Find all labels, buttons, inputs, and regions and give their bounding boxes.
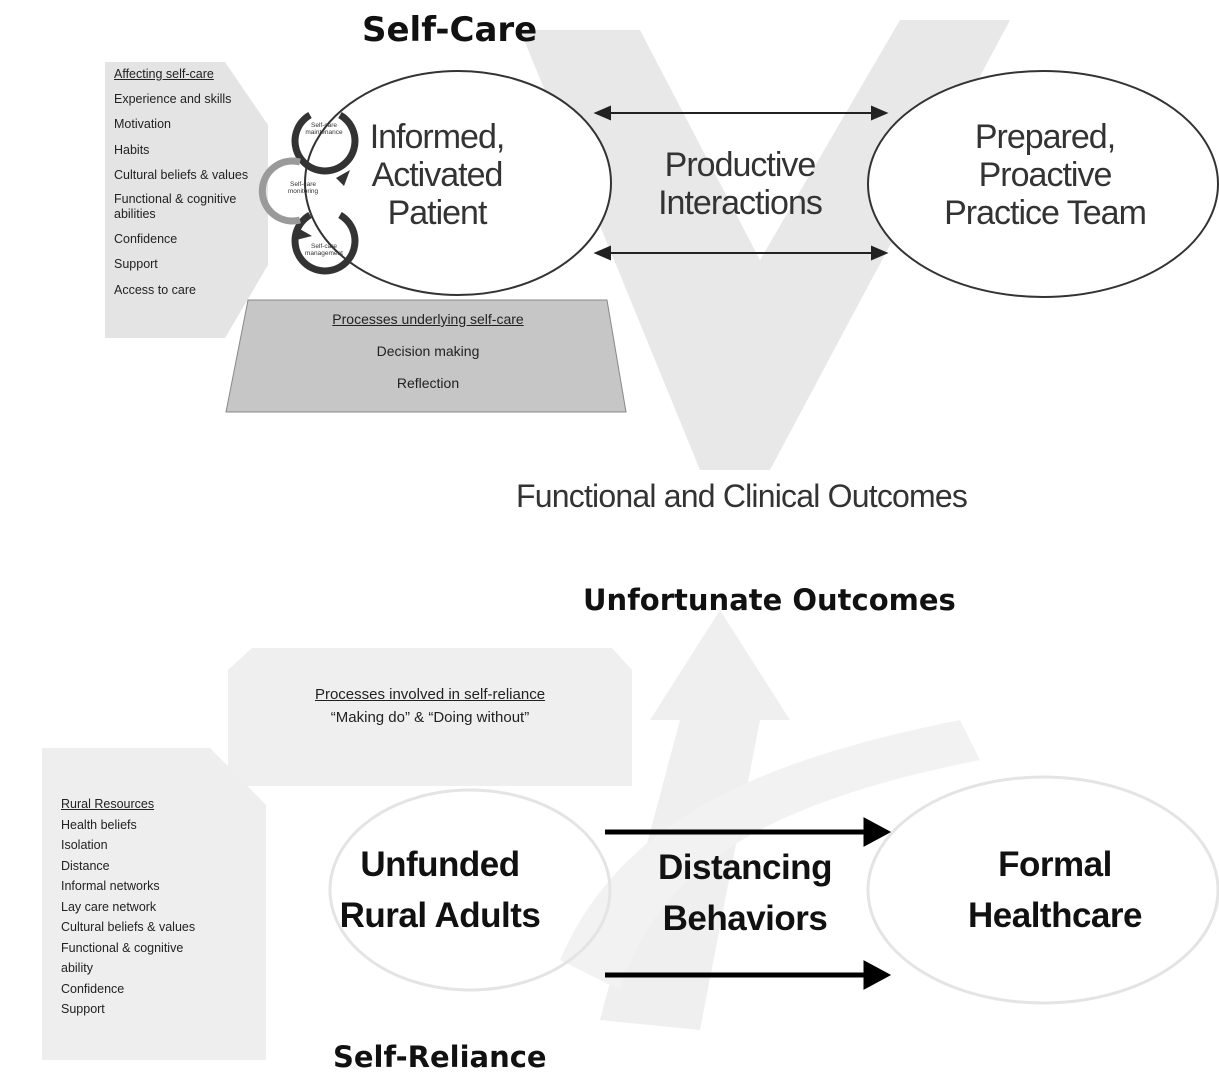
rural-resources-list: Rural Resources Health beliefs Isolation… <box>61 798 241 1016</box>
team-line: Practice Team <box>944 194 1147 233</box>
affecting-list: Affecting self-care Experience and skill… <box>114 68 264 296</box>
affecting-item: Confidence <box>114 231 178 246</box>
processes-trapezoid <box>225 299 627 413</box>
rural-resource-item: Lay care network <box>61 899 157 914</box>
rural-resources-header: Rural Resources <box>61 797 155 811</box>
patient-line: Activated <box>371 156 504 195</box>
self-reliance-title: Self-Reliance <box>333 1040 547 1074</box>
processes-underlying: Processes underlying self-care Decision … <box>248 311 608 391</box>
rural-resource-item: Isolation <box>61 838 108 852</box>
team-line: Proactive <box>978 156 1113 195</box>
adults-label: Unfunded Rural Adults <box>330 845 550 935</box>
cycle-label-management: Self-care management <box>305 243 343 258</box>
affecting-header: Affecting self-care <box>114 67 214 81</box>
adults-line: Unfunded <box>360 845 520 884</box>
self-reliance-process-panel <box>228 648 632 786</box>
healthcare-label: Formal Healthcare <box>955 845 1155 935</box>
affecting-item: Functional & cognitive abilities <box>114 191 237 222</box>
processes-underlying-item: Reflection <box>396 375 460 391</box>
self-care-title: Self-Care <box>362 10 538 50</box>
team-label: Prepared, Proactive Practice Team <box>940 118 1150 232</box>
healthcare-line: Formal <box>998 845 1112 884</box>
patient-line: Patient <box>387 194 488 233</box>
affecting-item: Experience and skills <box>114 91 232 106</box>
rural-resource-item: Confidence <box>61 981 125 996</box>
behaviors-label: Distancing Behaviors <box>640 848 850 938</box>
rural-resource-item: ability <box>61 961 93 975</box>
patient-label: Informed, Activated Patient <box>352 118 522 232</box>
patient-ellipse <box>304 70 612 296</box>
bottom-arrows <box>605 817 892 990</box>
interactions-line: Productive <box>664 146 817 184</box>
self-care-cycle <box>291 111 359 275</box>
team-ellipse <box>867 70 1219 298</box>
self-reliance-processes: Processes involved in self-reliance “Mak… <box>252 686 608 726</box>
affecting-item: Support <box>114 257 158 272</box>
interactions-label: Productive Interactions <box>645 146 835 222</box>
behaviors-line: Behaviors <box>662 899 828 939</box>
self-reliance-processes-header: Processes involved in self-reliance <box>314 686 546 703</box>
healthcare-ellipse <box>866 775 1219 1005</box>
cycle-label-maintenance: Self-care maintenance <box>305 122 343 137</box>
rural-resource-item: Cultural beliefs & values <box>61 920 196 934</box>
interactions-line: Interactions <box>658 184 823 223</box>
rural-resource-item: Health beliefs <box>61 817 137 832</box>
rural-resource-item: Distance <box>61 858 110 873</box>
cycle-arrowheads <box>296 170 350 240</box>
unfortunate-outcomes-title: Unfortunate Outcomes <box>583 583 956 617</box>
affecting-panel <box>105 62 268 338</box>
processes-underlying-item: Decision making <box>376 343 480 359</box>
adults-line: Rural Adults <box>339 896 541 936</box>
team-line: Prepared, <box>974 118 1116 156</box>
self-care-cycle-middle <box>258 157 301 225</box>
rural-resource-item: Informal networks <box>61 879 160 893</box>
background-swoosh-bottom <box>560 720 980 990</box>
behaviors-line: Distancing <box>658 848 832 887</box>
affecting-item: Access to care <box>114 282 196 297</box>
outcomes-label: Functional and Clinical Outcomes <box>516 478 968 514</box>
processes-underlying-header: Processes underlying self-care <box>332 311 524 327</box>
rural-resource-item: Functional & cognitive <box>61 940 184 955</box>
rural-resources-panel <box>42 748 266 1060</box>
self-reliance-processes-text: “Making do” & “Doing without” <box>330 709 530 726</box>
affecting-item: Motivation <box>114 117 171 131</box>
affecting-item: Cultural beliefs & values <box>114 168 249 182</box>
cycle-label-monitoring: Self-care monitoring <box>287 181 319 196</box>
healthcare-line: Healthcare <box>968 896 1142 936</box>
top-arrows <box>593 105 889 261</box>
adults-ellipse <box>328 788 612 992</box>
rural-resource-item: Support <box>61 1002 105 1016</box>
affecting-item: Habits <box>114 142 150 157</box>
patient-line: Informed, <box>369 118 506 156</box>
